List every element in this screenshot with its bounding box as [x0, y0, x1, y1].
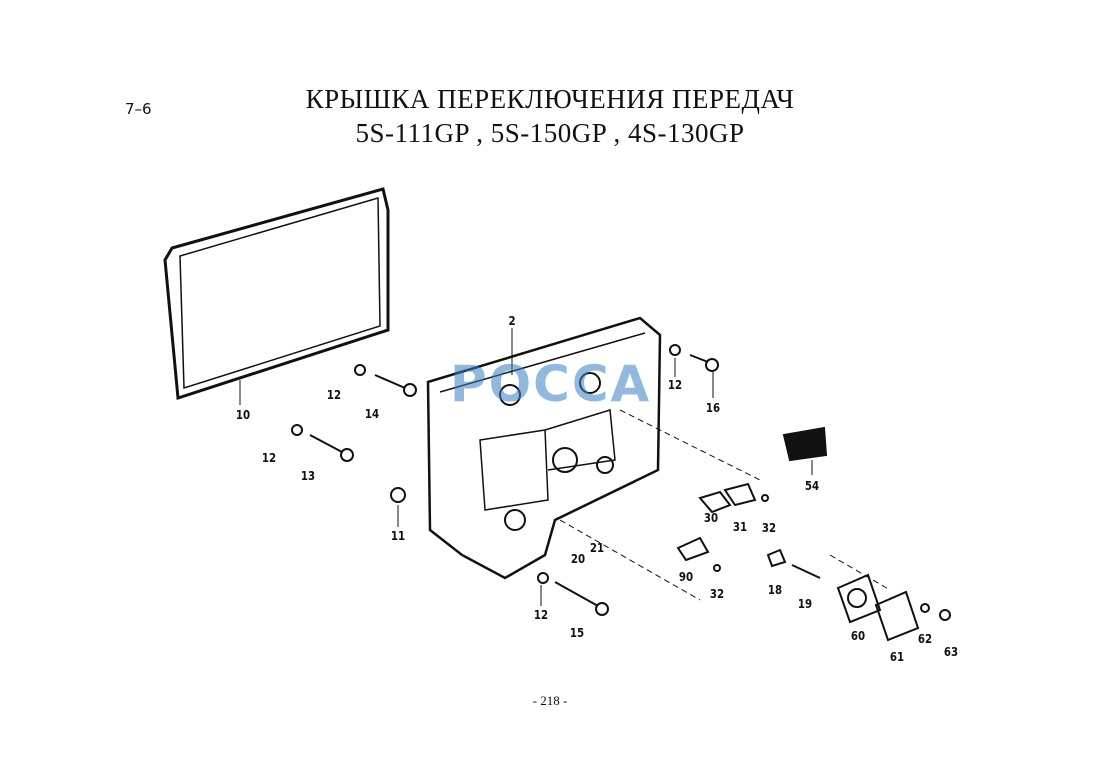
callout-13: 13 — [300, 469, 316, 483]
callout-90: 90 — [678, 570, 694, 584]
page-subtitle-models: 5S-111GP , 5S-150GP , 4S-130GP — [355, 118, 745, 148]
page-number: - 218 - — [532, 693, 568, 708]
callout-10: 10 — [235, 408, 251, 422]
callout-62: 62 — [917, 632, 933, 646]
callout-21: 21 — [589, 541, 605, 555]
gasket-part-10 — [163, 187, 390, 401]
callout-30: 30 — [703, 511, 719, 525]
callout-54: 54 — [804, 479, 820, 493]
callout-2: 2 — [508, 314, 516, 328]
page-section-code: 7–6 — [125, 100, 152, 118]
callout-16: 16 — [705, 401, 721, 415]
callout-32: 32 — [761, 521, 777, 535]
callout-19: 19 — [797, 597, 813, 611]
callout-20: 20 — [570, 552, 586, 566]
callout-12: 12 — [261, 451, 277, 465]
page-title: КРЫШКА ПЕРЕКЛЮЧЕНИЯ ПЕРЕДАЧ — [305, 84, 795, 114]
callout-14: 14 — [364, 407, 380, 421]
callout-63: 63 — [943, 645, 959, 659]
bolts-and-washers — [291, 344, 951, 642]
callout-32: 32 — [709, 587, 725, 601]
leader-lines — [239, 328, 891, 606]
callout-11: 11 — [390, 529, 406, 543]
callout-60: 60 — [850, 629, 866, 643]
gear-shift-cover-housing-part-2 — [426, 316, 662, 580]
callout-61: 61 — [889, 650, 905, 664]
callout-12: 12 — [326, 388, 342, 402]
callout-15: 15 — [569, 626, 585, 640]
callout-18: 18 — [767, 583, 783, 597]
callout-12: 12 — [533, 608, 549, 622]
callout-12: 12 — [667, 378, 683, 392]
callout-31: 31 — [732, 520, 748, 534]
watermark-logo: РОССА — [450, 355, 652, 413]
